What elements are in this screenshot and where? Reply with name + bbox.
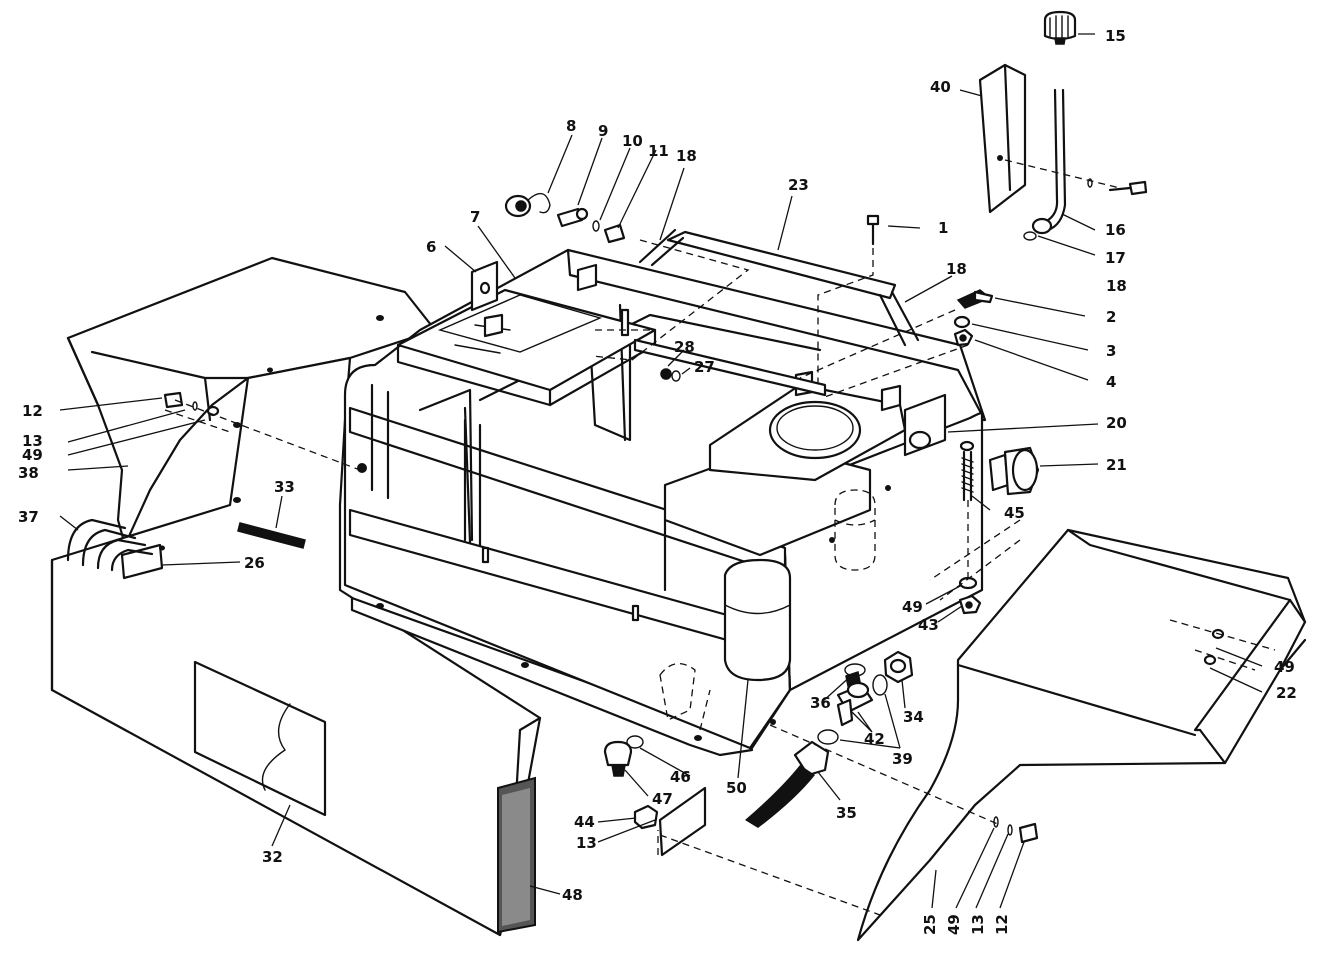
- callout-39: 39: [892, 750, 913, 768]
- callout-labels: 1 2 3 4 6 7 8 9 10 11 12 12 13 13 13 15 …: [18, 27, 1297, 935]
- fill-cap-15: [1043, 10, 1077, 45]
- drain-plug-47: [603, 740, 633, 777]
- callout-2: 2: [1106, 308, 1116, 326]
- nut-28: [660, 368, 672, 380]
- callout-7: 7: [470, 208, 480, 226]
- callout-47: 47: [652, 790, 673, 808]
- nut-34: [883, 650, 914, 684]
- washer-27: [671, 370, 681, 382]
- plate-13: [658, 786, 707, 857]
- leader-lines: [59, 33, 1263, 909]
- fuel-cap-21: [988, 446, 1040, 496]
- o-ring-39b: [817, 729, 839, 745]
- callout-1: 1: [938, 219, 948, 237]
- fuel-filter-tank: [659, 489, 876, 721]
- callout-10: 10: [622, 132, 643, 150]
- left-front-panel: [50, 356, 542, 937]
- strip-33: [237, 522, 306, 549]
- callout-12-left: 12: [22, 402, 43, 420]
- bolt-45: [959, 440, 975, 502]
- o-ring-17: [1023, 231, 1037, 241]
- chassis-base: [343, 248, 987, 757]
- callout-49-right: 49: [1274, 658, 1295, 676]
- callout-13-left: 13: [22, 432, 43, 450]
- callout-12-right: 12: [993, 914, 1011, 935]
- callout-49-bottom: 49: [945, 914, 963, 935]
- assembly-lines: [164, 159, 1276, 916]
- callout-36: 36: [810, 694, 831, 712]
- callout-38: 38: [18, 464, 39, 482]
- callout-50: 50: [726, 779, 747, 797]
- callout-3: 3: [1106, 342, 1116, 360]
- washer-3: [953, 315, 971, 329]
- callout-43: 43: [918, 616, 939, 634]
- callout-49-left: 49: [22, 446, 43, 464]
- fitting-9: [556, 207, 589, 228]
- hose-35: [745, 740, 830, 828]
- valve-42: [836, 671, 874, 727]
- clamp-2: [956, 289, 994, 309]
- o-ring-46: [626, 735, 644, 749]
- callout-32: 32: [262, 848, 283, 866]
- callout-13-mid: 13: [576, 834, 597, 852]
- callout-25: 25: [921, 914, 939, 935]
- bracket-40: [978, 63, 1027, 214]
- callout-4: 4: [1106, 373, 1116, 391]
- callout-17: 17: [1105, 249, 1126, 267]
- callout-42: 42: [864, 730, 885, 748]
- callout-6: 6: [426, 238, 436, 256]
- callout-18-mid: 18: [946, 260, 967, 278]
- o-ring-36: [844, 663, 866, 677]
- callout-45: 45: [1004, 504, 1025, 522]
- callout-37: 37: [18, 508, 39, 526]
- callout-18-right: 18: [1106, 277, 1127, 295]
- callout-28: 28: [674, 338, 695, 356]
- foam-strip: [497, 776, 536, 934]
- callout-18-top: 18: [676, 147, 697, 165]
- fill-pipe-16: [1031, 88, 1067, 235]
- nut-4: [953, 328, 974, 347]
- callout-22: 22: [1276, 684, 1297, 702]
- callout-16: 16: [1105, 221, 1126, 239]
- screw-40: [1087, 178, 1148, 196]
- right-fender-panel: [856, 528, 1307, 942]
- callout-21: 21: [1106, 456, 1127, 474]
- callout-46: 46: [670, 768, 691, 786]
- bolt-1: [866, 214, 880, 246]
- callout-26: 26: [244, 554, 265, 572]
- callout-8: 8: [566, 117, 576, 135]
- callout-49-mid: 49: [902, 598, 923, 616]
- callout-40: 40: [930, 78, 951, 96]
- callout-13-right: 13: [969, 914, 987, 935]
- left-upper-panel: [66, 256, 437, 547]
- cap-8: [504, 192, 551, 218]
- callout-23: 23: [788, 176, 809, 194]
- fitting-11: [603, 223, 626, 244]
- o-ring-39a: [872, 674, 888, 696]
- callout-34: 34: [903, 708, 924, 726]
- rail-23: [638, 228, 920, 347]
- bolt-set-right: [993, 816, 1039, 844]
- nut-43: [958, 594, 982, 615]
- callout-11: 11: [648, 142, 669, 160]
- nut-44: [633, 804, 659, 830]
- callout-20: 20: [1106, 414, 1127, 432]
- callout-33: 33: [274, 478, 295, 496]
- callout-9: 9: [598, 122, 608, 140]
- callout-48: 48: [562, 886, 583, 904]
- bracket-6: [470, 260, 499, 312]
- callout-27: 27: [694, 358, 715, 376]
- o-ring-10: [592, 220, 600, 232]
- callout-35: 35: [836, 804, 857, 822]
- callout-15: 15: [1105, 27, 1126, 45]
- callout-44: 44: [574, 813, 595, 831]
